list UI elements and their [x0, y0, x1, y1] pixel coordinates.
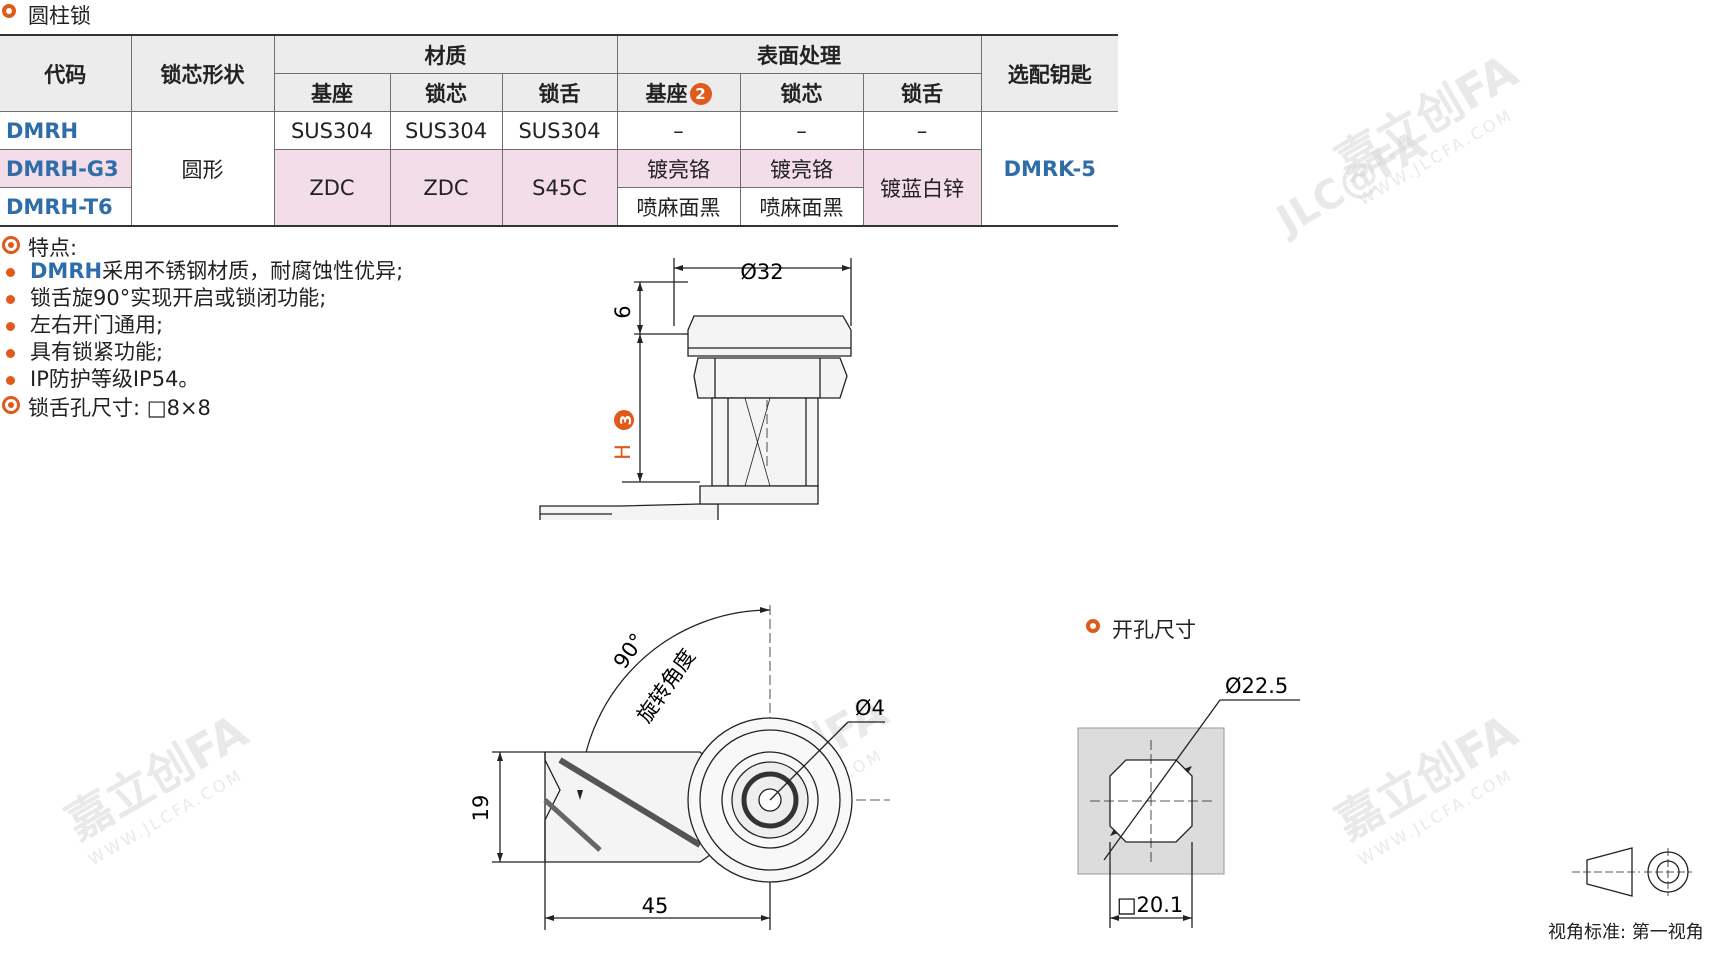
cutout-drawing: Ø22.5 □20.1 [1077, 674, 1300, 928]
header-surface-tongue: 锁舌 [862, 73, 982, 112]
hole-marker-icon [2, 396, 20, 414]
features-list: DMRH采用不锈钢材质，耐腐蚀性优异; 锁舌旋90°实现开启或锁闭功能; 左右开… [6, 258, 403, 393]
list-item: IP防护等级IP54。 [6, 366, 403, 393]
key-cell: DMRK-5 [980, 111, 1118, 227]
cutout-square-label: □20.1 [1117, 893, 1184, 917]
dia-top-label: Ø32 [740, 260, 783, 284]
header-surface-core: 锁芯 [739, 73, 864, 112]
cutout-marker-icon [1086, 619, 1100, 633]
note-badge: 2 [689, 82, 712, 105]
view-standard-label: 视角标准: 第一视角 [1548, 922, 1704, 943]
material-core: ZDC [389, 149, 503, 227]
surface-tongue: – [862, 111, 982, 150]
features-title: 特点: [28, 236, 78, 260]
dia-4-label: Ø4 [855, 696, 885, 720]
header-material: 材质 [273, 34, 618, 74]
note-badge: 3 [617, 415, 635, 425]
row-code: DMRH-G3 [0, 149, 132, 188]
front-view-drawing: 19 45 Ø4 90° 旋转角度 [470, 605, 890, 930]
core-shape-cell: 圆形 [130, 111, 275, 227]
angle-label: 90° [609, 629, 650, 673]
dim-h-label: H [611, 444, 635, 460]
material-base: ZDC [273, 149, 391, 227]
surface-base: – [616, 111, 741, 150]
cutout-title: 开孔尺寸 [1112, 618, 1196, 642]
section-marker-icon [2, 4, 16, 18]
surface-core: – [739, 111, 864, 150]
header-code: 代码 [0, 34, 132, 112]
list-item: 锁舌旋90°实现开启或锁闭功能; [6, 285, 403, 312]
material-core: SUS304 [389, 111, 503, 150]
hole-size-label: 锁舌孔尺寸: □8×8 [28, 396, 211, 420]
surface-base: 镀亮铬 [616, 149, 741, 188]
row-code: DMRH [0, 111, 132, 150]
material-tongue: SUS304 [501, 111, 618, 150]
cutout-dia-label: Ø22.5 [1225, 674, 1288, 698]
dim-6-label: 6 [611, 305, 635, 318]
material-base: SUS304 [273, 111, 391, 150]
list-item: 左右开门通用; [6, 312, 403, 339]
header-material-core: 锁芯 [389, 73, 503, 112]
dim-45-label: 45 [642, 894, 669, 918]
side-view-drawing: Ø32 6 H 3 [539, 258, 852, 520]
dim-19-label: 19 [470, 795, 493, 822]
surface-core: 喷麻面黑 [739, 187, 864, 227]
surface-base: 喷麻面黑 [616, 187, 741, 227]
projection-symbol-icon [1572, 847, 1692, 897]
angle-text-label: 旋转角度 [632, 645, 700, 728]
header-surface: 表面处理 [616, 34, 982, 74]
section-title: 圆柱锁 [28, 4, 91, 28]
features-marker-icon [2, 236, 20, 254]
surface-tongue: 镀蓝白锌 [862, 149, 982, 227]
header-key: 选配钥匙 [980, 34, 1118, 112]
surface-core: 镀亮铬 [739, 149, 864, 188]
header-material-base: 基座 [273, 73, 391, 112]
material-tongue: S45C [501, 149, 618, 227]
header-material-tongue: 锁舌 [501, 73, 618, 112]
list-item: DMRH采用不锈钢材质，耐腐蚀性优异; [6, 258, 403, 285]
header-core-shape: 锁芯形状 [130, 34, 275, 112]
list-item: 具有锁紧功能; [6, 339, 403, 366]
row-code: DMRH-T6 [0, 187, 132, 227]
